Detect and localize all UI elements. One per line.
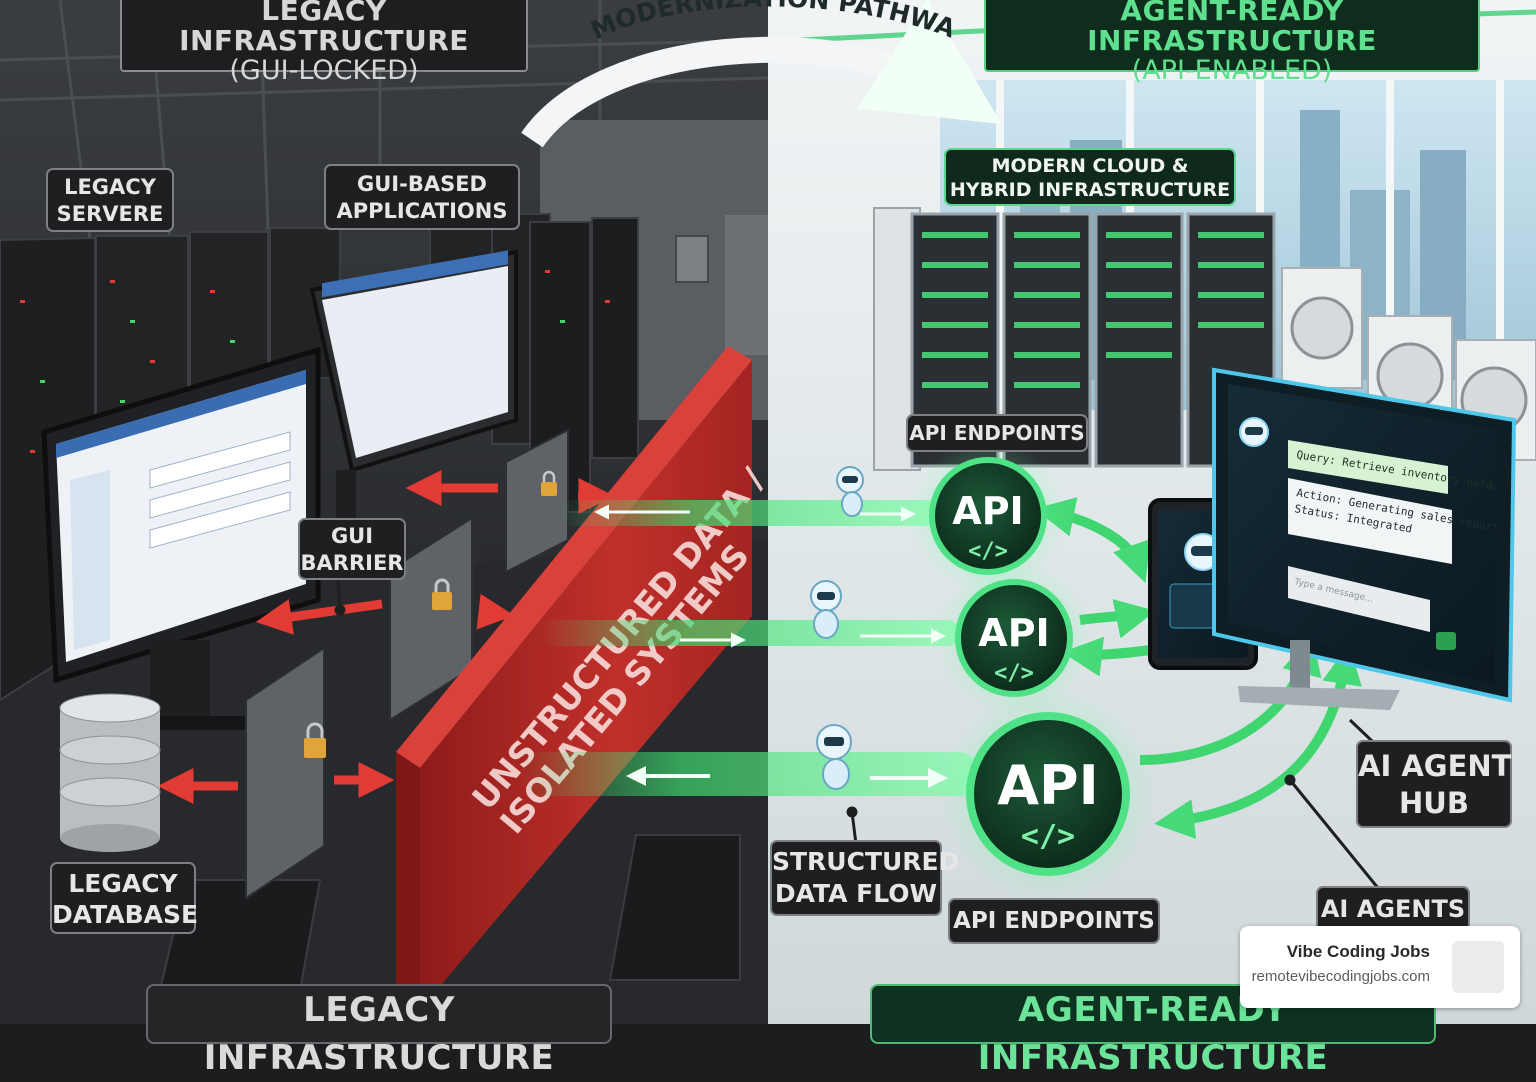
gui-barrier-line1: GUI (330, 524, 374, 548)
modern-rack-leds (922, 232, 1264, 388)
barrier-wall-bottom (245, 646, 325, 900)
legacy-door (725, 215, 768, 355)
cloud-infrastructure-line1: MODERN CLOUD & (991, 155, 1189, 177)
lock-icon (541, 470, 557, 496)
agent-title: AGENT-READY INFRASTRUCTURE (API-ENABLED) (984, 0, 1480, 86)
source-credit-card[interactable]: Vibe Coding Jobs remotevibecodingjobs.co… (1240, 926, 1520, 1008)
api-endpoints-label-top: API ENDPOINTS (906, 414, 1088, 452)
api-badge-label: API (952, 489, 1023, 533)
api-badge-bottom: API </> (940, 686, 1156, 902)
legacy-servers-line1: LEGACY (64, 175, 156, 199)
api-badge-label: API (997, 754, 1098, 817)
robot-icon (836, 466, 864, 517)
ai-agent-hub-line2: HUB (1399, 786, 1469, 820)
database-icon (59, 693, 161, 852)
code-icon: </> (1021, 819, 1075, 854)
legacy-title: LEGACY INFRASTRUCTURE (GUI-LOCKED) (120, 0, 528, 86)
structured-data-flow-line1: STRUCTURED (772, 847, 960, 876)
api-endpoints-label-bottom: API ENDPOINTS (948, 898, 1160, 944)
barrier-wall-top (505, 428, 569, 574)
cloud-infrastructure-line2: HYBRID INFRASTRUCTURE (949, 179, 1231, 201)
api-badge-label: API (978, 611, 1049, 655)
legacy-database-line2: DATABASE (52, 900, 199, 929)
legacy-database-line1: LEGACY (68, 869, 178, 898)
gui-applications-line2: APPLICATIONS (336, 199, 508, 223)
legacy-database-label: LEGACY DATABASE (50, 862, 199, 934)
agent-title-line1: AGENT-READY INFRASTRUCTURE (1087, 0, 1377, 57)
code-icon: </> (994, 661, 1034, 686)
robot-icon (816, 724, 852, 790)
site-logo-icon (1452, 941, 1504, 993)
legacy-monitor-back (309, 249, 518, 540)
legacy-rack-leds (20, 270, 610, 453)
ai-agent-hub-screen (1212, 367, 1517, 710)
arrow-icon (476, 593, 515, 630)
blocked-arrows (157, 470, 615, 804)
gui-applications-line1: GUI-BASED (357, 172, 487, 196)
legacy-title-line1: LEGACY INFRASTRUCTURE (179, 0, 469, 57)
callout-pointers (334, 577, 1396, 889)
robot-icon (1239, 417, 1269, 447)
agent-title-line2: (API-ENABLED) (1131, 55, 1333, 86)
ai-agent-hub-line1: AI AGENT (1358, 749, 1512, 783)
lock-icon (432, 578, 452, 610)
legacy-servers-label: LEGACY SERVERE (46, 168, 174, 232)
arrow-icon (255, 599, 383, 635)
robot-icon (810, 580, 842, 639)
gui-barrier-line2: BARRIER (300, 551, 404, 575)
api-badge-top: API </> (910, 438, 1066, 594)
credit-url[interactable]: remotevibecodingjobs.com (1251, 968, 1430, 985)
ai-agents-label: AI AGENTS (1316, 886, 1470, 932)
legacy-title-line2: (GUI-LOCKED) (229, 55, 419, 86)
lock-icon (304, 722, 326, 758)
legacy-servers-line2: SERVERE (56, 202, 164, 226)
structured-data-flows (520, 500, 980, 796)
cloud-infrastructure-label: MODERN CLOUD & HYBRID INFRASTRUCTURE (944, 148, 1236, 206)
ai-agent-hub-label: AI AGENT HUB (1356, 740, 1512, 828)
infrastructure-scene: UNSTRUCTURED DATA / ISOLATED SYSTEMS (0, 0, 1536, 1024)
api-badge-middle: API </> (936, 560, 1092, 716)
arrow-icon (521, 0, 1002, 148)
legacy-monitor-front (41, 346, 321, 730)
code-icon: </> (968, 539, 1008, 564)
gui-applications-label: GUI-BASED APPLICATIONS (324, 164, 520, 230)
electrical-panel (675, 235, 709, 283)
credit-title: Vibe Coding Jobs (1286, 942, 1430, 961)
legacy-bottom-label: LEGACY INFRASTRUCTURE (146, 984, 612, 1078)
gui-barrier-label: GUI BARRIER (298, 518, 406, 580)
structured-data-flow-line2: DATA FLOW (774, 879, 938, 908)
structured-data-flow-label: STRUCTURED DATA FLOW (770, 840, 960, 916)
